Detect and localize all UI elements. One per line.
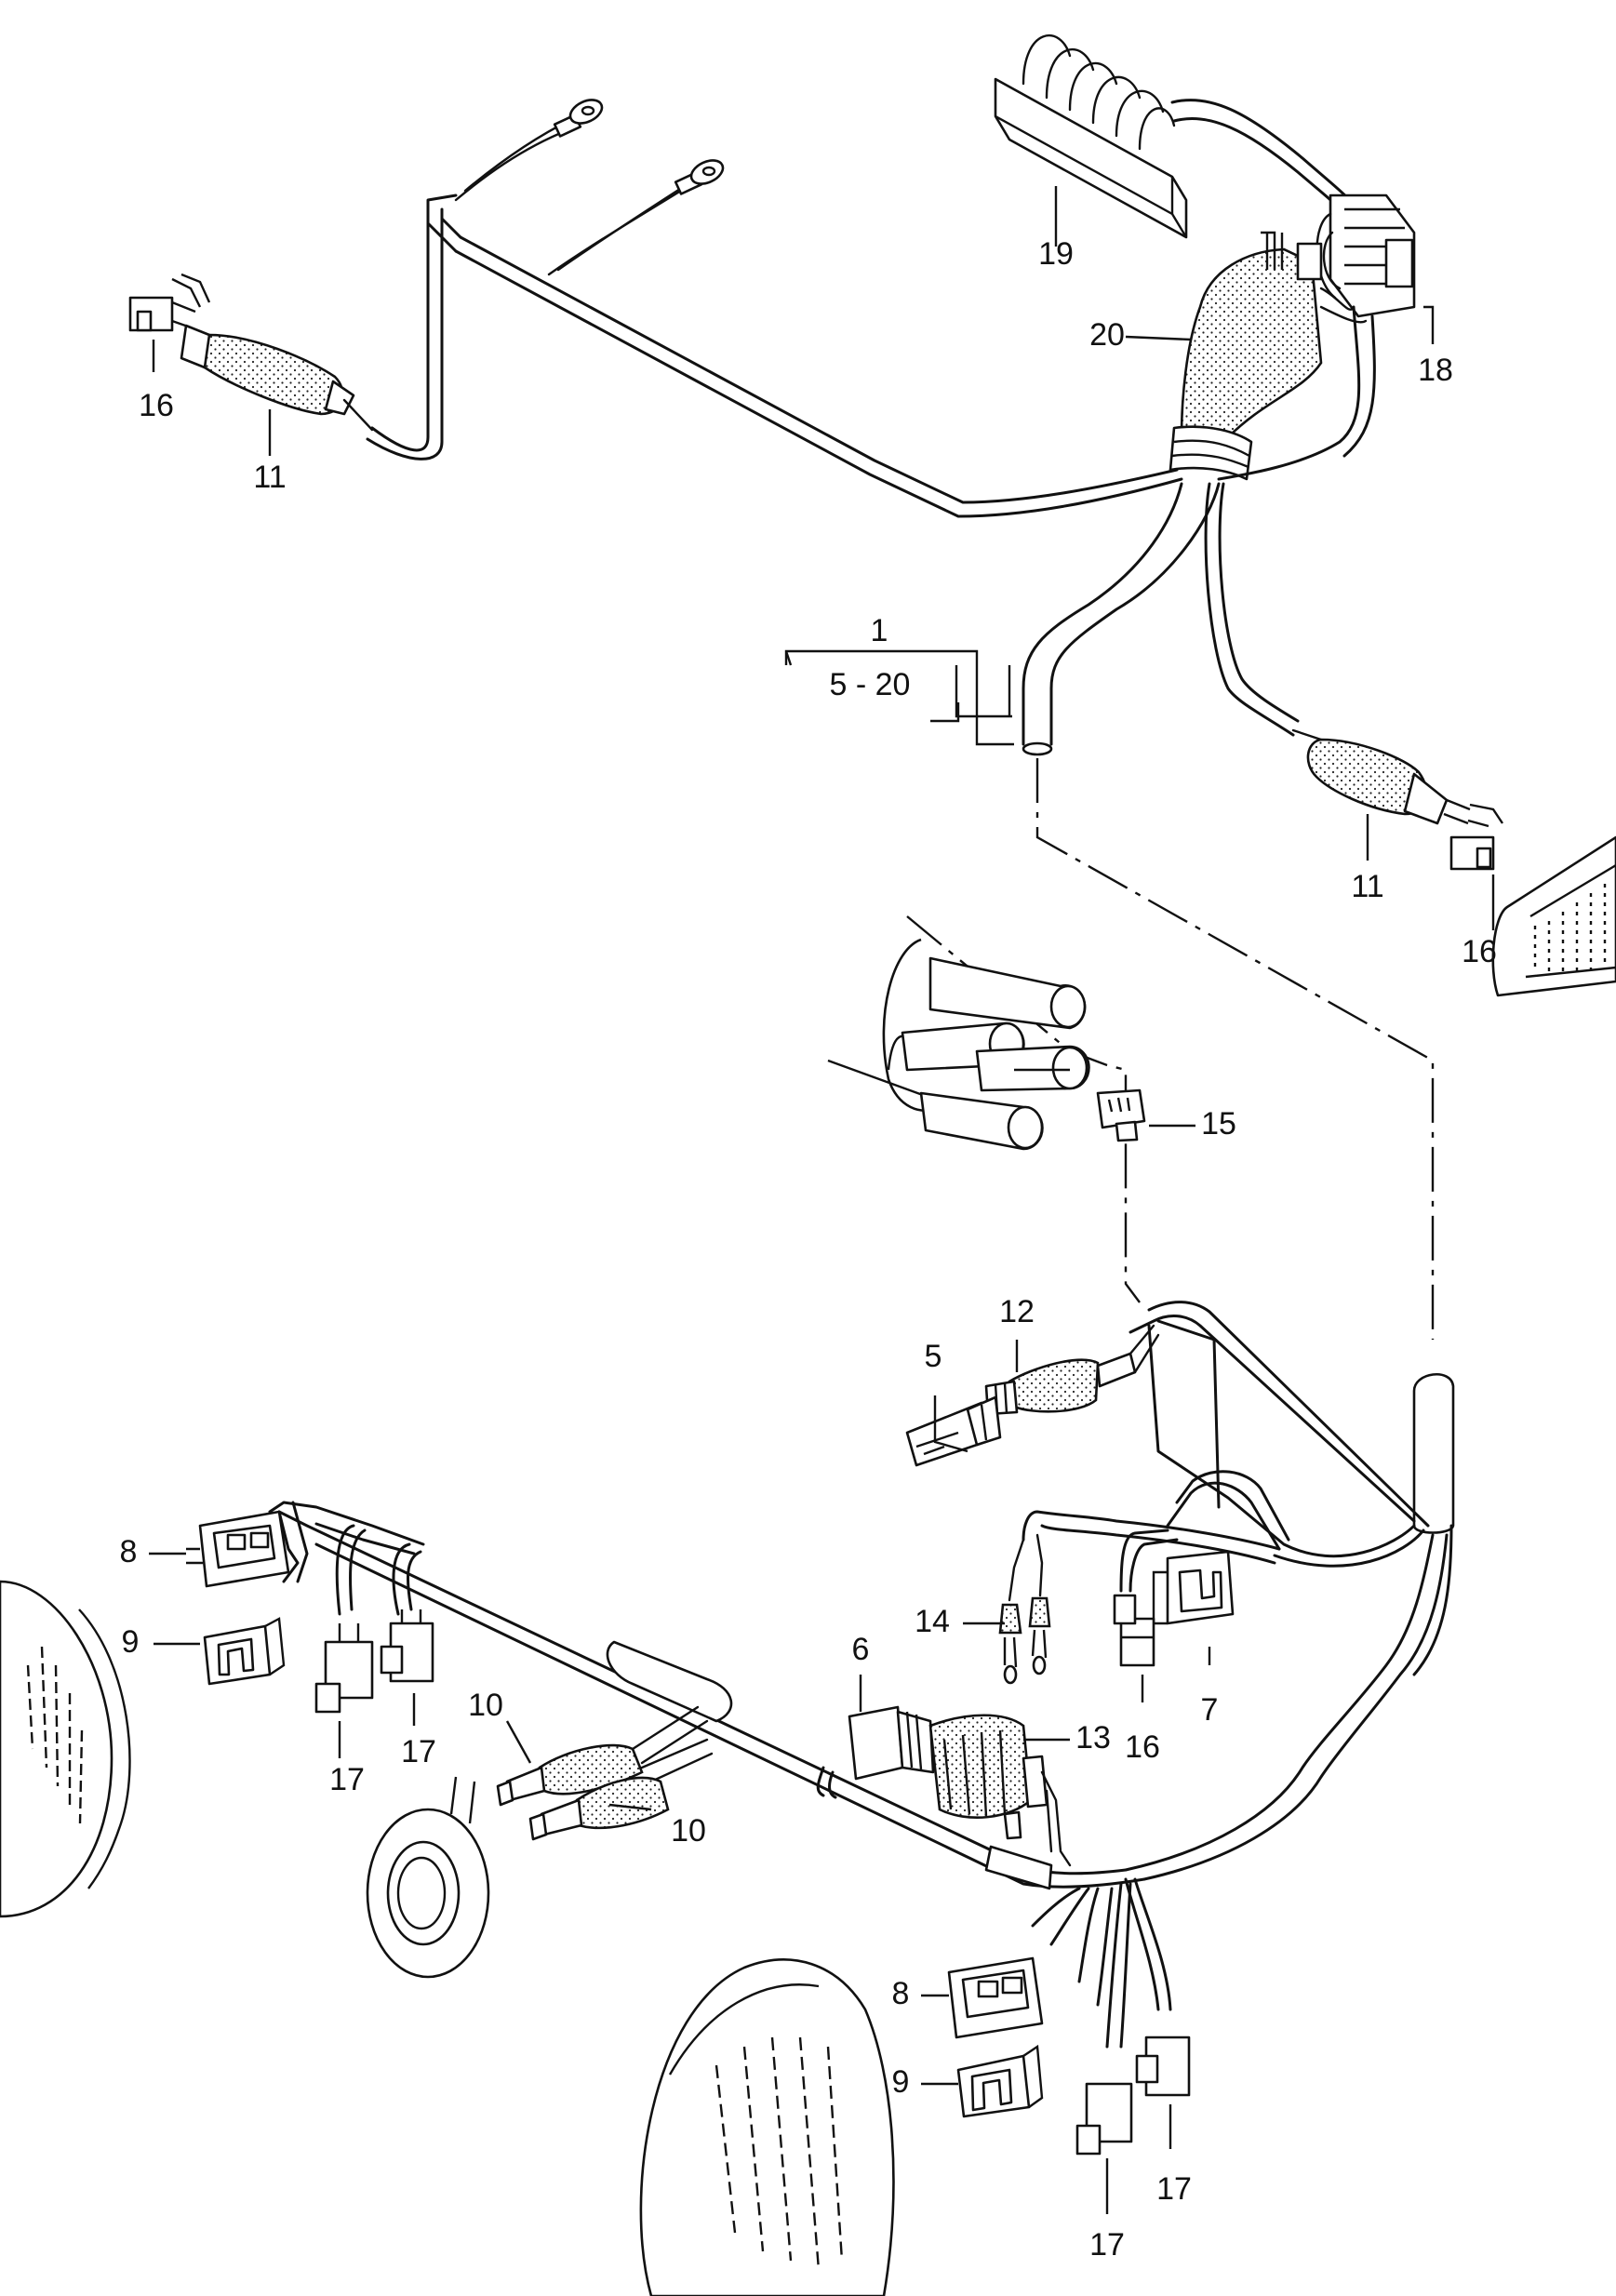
callout-10-a: 10 bbox=[468, 1688, 503, 1723]
callout-12: 12 bbox=[999, 1294, 1035, 1329]
callout-9-lower: 9 bbox=[892, 2064, 910, 2100]
headlamp-left bbox=[0, 1580, 131, 1918]
callout-1-range: 5 - 20 bbox=[830, 667, 911, 702]
callout-15: 15 bbox=[1201, 1106, 1236, 1141]
callout-16-right: 16 bbox=[1462, 934, 1497, 969]
relay-7 bbox=[1152, 1550, 1235, 1625]
callout-6: 6 bbox=[852, 1632, 870, 1667]
ring-terminal bbox=[553, 99, 604, 138]
callout-16-upper-left: 16 bbox=[139, 388, 174, 423]
sensor-connector-11-right bbox=[1291, 728, 1503, 871]
connector-6 bbox=[848, 1705, 935, 1781]
multi-connector-18 bbox=[1316, 194, 1416, 318]
connector-12 bbox=[984, 1324, 1160, 1416]
connector-housing-20 bbox=[1169, 231, 1368, 481]
callout-8-left: 8 bbox=[120, 1534, 138, 1569]
sensor-connector-11-left bbox=[128, 273, 374, 432]
callout-13: 13 bbox=[1075, 1720, 1111, 1755]
connector-5 bbox=[905, 1395, 1002, 1467]
callout-16-lower: 16 bbox=[1125, 1729, 1160, 1765]
callout-7: 7 bbox=[1201, 1692, 1219, 1728]
callout-9-left: 9 bbox=[122, 1624, 140, 1660]
connector-17-lower-a bbox=[1075, 2082, 1133, 2156]
callout-17-left-b: 17 bbox=[401, 1734, 436, 1769]
callout-5: 5 bbox=[925, 1339, 942, 1374]
callout-17-lower-a: 17 bbox=[1089, 2227, 1125, 2263]
callout-1: 1 bbox=[871, 613, 888, 648]
upper-harness bbox=[128, 33, 1616, 997]
connector-10-b bbox=[528, 1776, 670, 1841]
callout-17-left-a: 17 bbox=[329, 1762, 365, 1797]
tail-lamp bbox=[1491, 835, 1616, 997]
ring-terminal bbox=[674, 159, 725, 195]
relay-block-19 bbox=[994, 33, 1360, 239]
spark-plug-lead bbox=[975, 1045, 1090, 1092]
plug-15 bbox=[1096, 1088, 1146, 1142]
lower-harness bbox=[0, 1301, 1455, 2296]
callout-8-lower: 8 bbox=[892, 1976, 910, 2011]
small-connector-16 bbox=[1113, 1594, 1155, 1667]
connector-9-left bbox=[203, 1617, 286, 1686]
callout-17-lower-b: 17 bbox=[1156, 2171, 1192, 2207]
callout-19: 19 bbox=[1038, 236, 1074, 272]
relay-socket-8-left bbox=[186, 1510, 290, 1588]
grommet bbox=[366, 1776, 490, 1979]
relay-socket-8-lower bbox=[947, 1956, 1044, 2039]
callout-11-right: 11 bbox=[1351, 869, 1383, 904]
connector-9-lower bbox=[956, 2044, 1044, 2118]
spark-plug-lead bbox=[919, 1091, 1044, 1151]
callout-18: 18 bbox=[1418, 353, 1453, 388]
callout-14: 14 bbox=[915, 1604, 950, 1639]
leader-lines bbox=[149, 186, 1495, 2214]
spark-plug-lead bbox=[928, 956, 1087, 1030]
connector-17-left-b bbox=[380, 1609, 434, 1683]
pins-14 bbox=[998, 1533, 1051, 1685]
connector-17-lower-b bbox=[1135, 2036, 1191, 2097]
callout-20: 20 bbox=[1089, 317, 1125, 353]
callout-labels: 1 5 - 20 5 6 7 8 8 9 9 10 10 11 11 12 13… bbox=[120, 236, 1497, 2263]
connector-13 bbox=[928, 1714, 1072, 1867]
headlamp-lower bbox=[639, 1958, 895, 2296]
callout-11-left: 11 bbox=[253, 460, 286, 495]
callout-10-b: 10 bbox=[671, 1813, 706, 1849]
connector-17-left-a bbox=[314, 1623, 374, 1714]
distributor-cap bbox=[827, 938, 1090, 1151]
